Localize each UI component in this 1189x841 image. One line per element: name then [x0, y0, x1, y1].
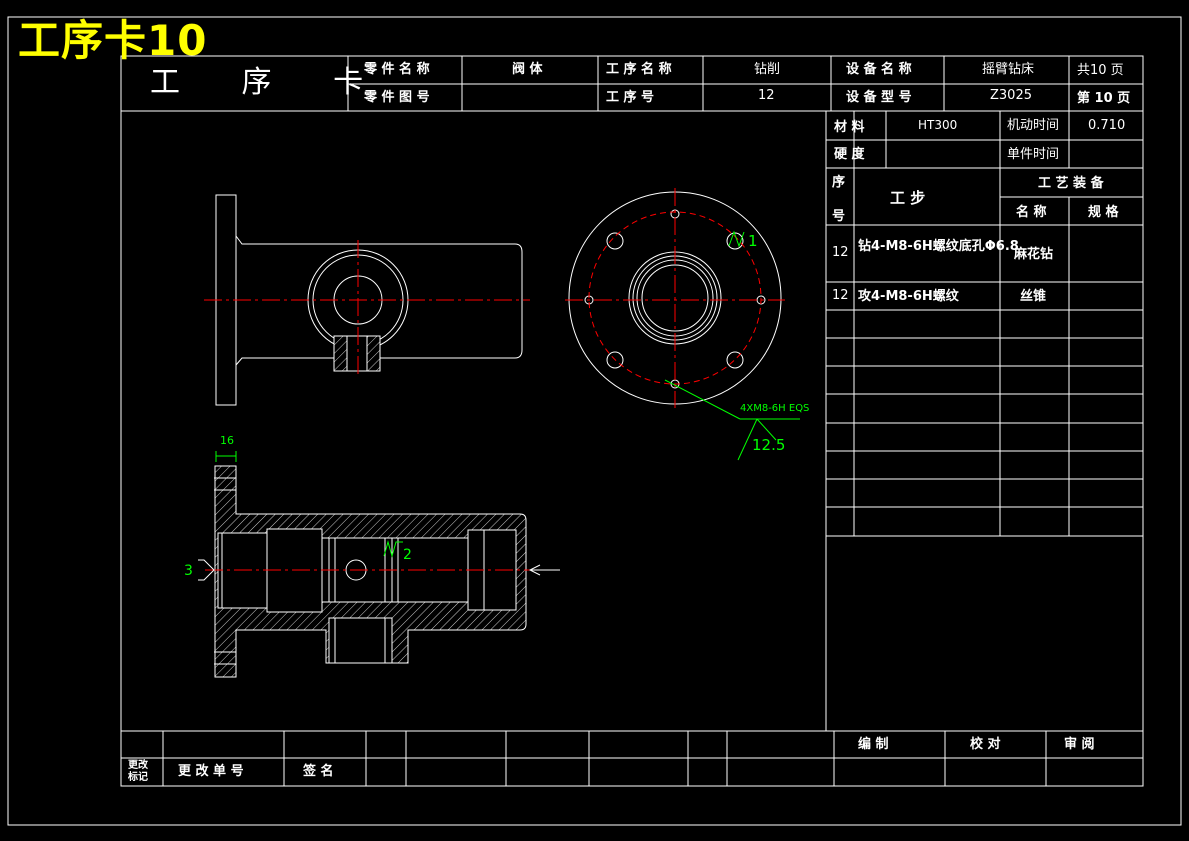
step-description: 钻4-M8-6H螺纹底孔Φ6.8: [858, 239, 1019, 254]
front-view-centerlines: [204, 240, 530, 378]
outer-border: [7, 16, 1182, 826]
equipment-name-label: 设 备 名 称: [846, 62, 912, 77]
change-no-label: 更 改 单 号: [178, 764, 244, 779]
machine-time-label: 机动时间: [1007, 118, 1060, 133]
step-tool: 丝锥: [1020, 289, 1047, 304]
inner-border: [120, 55, 1144, 787]
step-seq: 12: [832, 245, 849, 260]
change-mark-label: 更改标记: [128, 760, 148, 783]
tool-spec-header: 规 格: [1088, 205, 1119, 220]
hardness-label: 硬 度: [834, 147, 865, 162]
section-centerlines: [205, 569, 540, 571]
machine-time-value: 0.710: [1088, 118, 1126, 133]
step-header: 工 步: [890, 189, 926, 207]
equipment-header: 工 艺 装 备: [1038, 176, 1104, 191]
compiled-label: 编 制: [858, 737, 889, 752]
process-name-label: 工 序 名 称: [606, 62, 672, 77]
checked-label: 校 对: [970, 737, 1001, 752]
roughness-top-label: 1: [748, 232, 758, 250]
flange-annotations: [664, 230, 800, 461]
seq-header-top: 序: [832, 175, 846, 190]
total-pages: 共10 页: [1077, 63, 1124, 78]
equipment-model-value: Z3025: [990, 88, 1032, 103]
hole-callout-label: 4XM8-6H EQS: [740, 403, 810, 414]
roughness-left-label: 3: [184, 563, 193, 579]
section-annotations: [215, 451, 403, 558]
material-label: 材 料: [834, 120, 865, 135]
step-seq: 12: [832, 288, 849, 303]
tool-name-header: 名 称: [1016, 205, 1047, 220]
material-value: HT300: [918, 118, 958, 132]
part-drawing-label: 零 件 图 号: [364, 90, 430, 105]
section-view: [214, 465, 527, 678]
signature-label: 签 名: [303, 764, 334, 779]
equipment-model-label: 设 备 型 号: [846, 90, 912, 105]
header-grid: [121, 56, 1143, 112]
step-tool: 麻花钻: [1014, 247, 1054, 262]
card-title: 工 序 卡: [150, 65, 390, 100]
footer-grid: [121, 730, 1143, 786]
reviewed-label: 审 阅: [1064, 737, 1095, 752]
step-description: 攻4-M8-6H螺纹: [858, 289, 959, 304]
part-name-label: 零 件 名 称: [364, 62, 430, 77]
seq-header-bottom: 号: [832, 209, 846, 224]
roughness-inner-label: 2: [403, 547, 412, 563]
steps-grid: [825, 111, 1143, 731]
flange-centerlines: [565, 188, 785, 408]
part-name-value: 阀 体: [512, 62, 543, 77]
process-name-value: 钻削: [754, 62, 781, 77]
dimension-16-label: 16: [220, 434, 234, 447]
sheet-title: 工序卡10: [18, 16, 208, 65]
unit-time-label: 单件时间: [1007, 147, 1060, 162]
process-no-label: 工 序 号: [606, 90, 655, 105]
support-symbols: [198, 559, 560, 581]
process-no-value: 12: [758, 88, 775, 103]
equipment-name-value: 摇臂钻床: [982, 62, 1035, 77]
page-number: 第 10 页: [1077, 91, 1131, 106]
roughness-callout-label: 12.5: [752, 436, 786, 454]
